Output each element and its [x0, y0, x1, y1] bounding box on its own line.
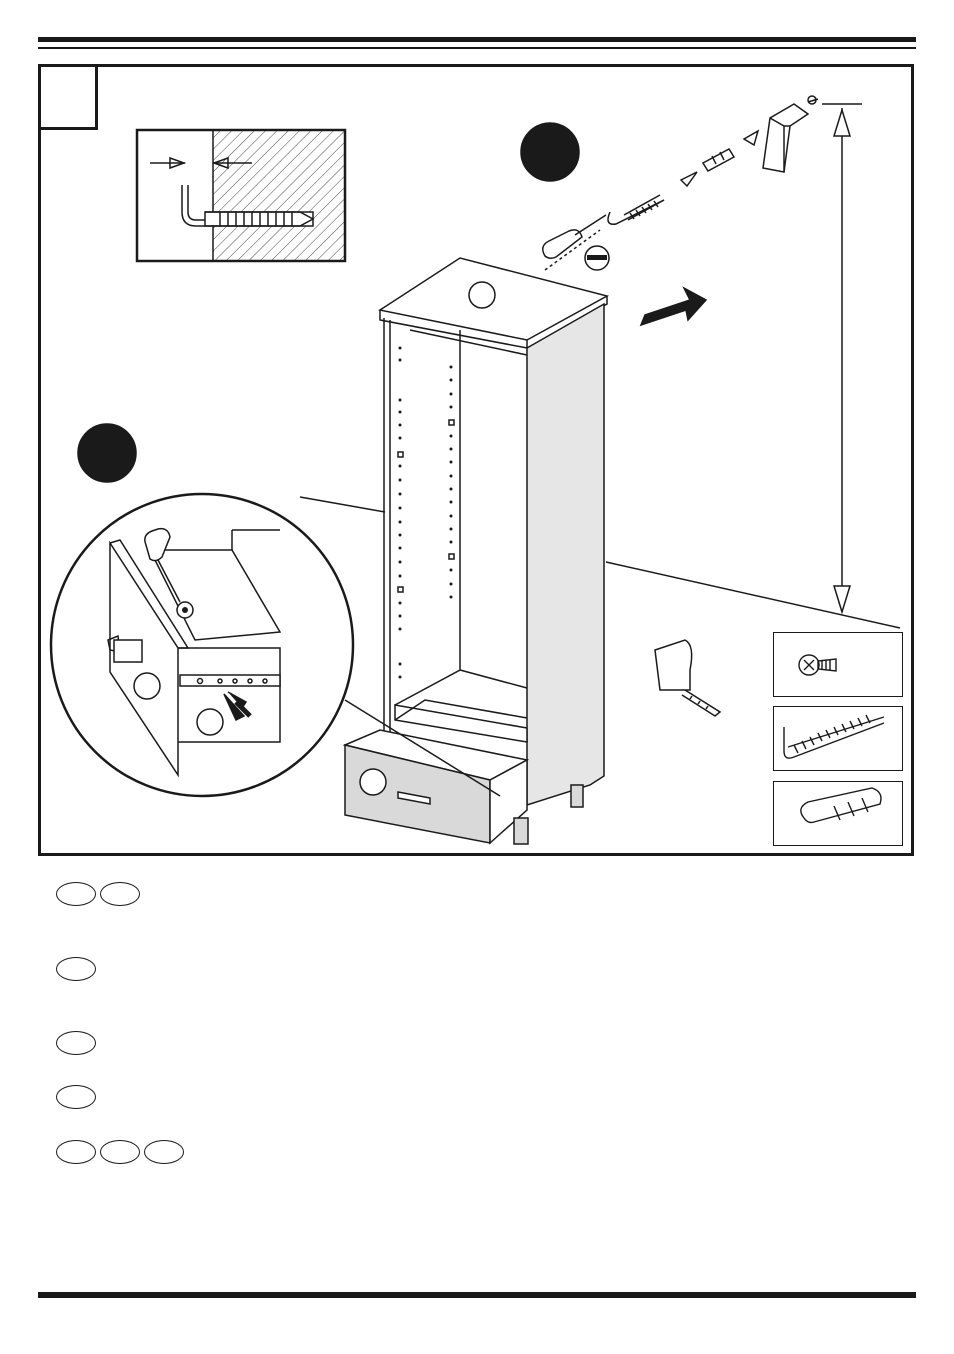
part-label-circle-top: [468, 281, 496, 309]
part-label-circle-side: [133, 672, 161, 700]
step-number-box: [38, 64, 98, 130]
language-code-oval: [56, 1140, 96, 1164]
language-code-oval: [56, 1031, 96, 1055]
language-code-oval: [56, 882, 96, 906]
language-row-4: [56, 1085, 96, 1109]
hook-screw-icon: [783, 714, 885, 759]
part-label-circle-runner: [196, 708, 224, 736]
footer-rule: [38, 1292, 916, 1298]
language-row-2: [56, 957, 96, 981]
hardware-box-hook-screw: [773, 706, 903, 771]
language-row-5: [56, 1140, 184, 1164]
direction-arrowhead: [742, 129, 760, 147]
callout-dot-a: [520, 122, 580, 182]
tape-measure-icon: [654, 639, 722, 717]
wall-line-right: [605, 561, 901, 629]
language-code-oval: [56, 1085, 96, 1109]
drawer: [342, 729, 530, 845]
drill-icon: [762, 95, 819, 173]
direction-arrowhead-2: [679, 171, 698, 188]
callout-dot-b: [77, 423, 137, 483]
screw-icon: [798, 654, 837, 676]
instruction-panel: [38, 64, 914, 856]
language-code-oval: [144, 1140, 184, 1164]
drawer-runner-detail: [49, 492, 355, 798]
hardware-box-screw: [773, 632, 903, 697]
language-code-oval: [56, 957, 96, 981]
tall-cabinet: [378, 257, 610, 807]
screwdriver-icon: [542, 214, 607, 260]
language-row-1: [56, 882, 140, 906]
magnifier-leader-line: [344, 699, 501, 797]
flat-head-symbol: [584, 245, 610, 271]
cabinet-legs: [513, 784, 584, 845]
language-code-oval: [100, 1140, 140, 1164]
push-to-wall-arrow: [639, 286, 708, 327]
part-label-circle-drawer: [359, 768, 387, 796]
shelf-pin-holes: [398, 346, 453, 679]
drawer-handle: [397, 791, 431, 805]
wall-plug-icon: [701, 148, 736, 172]
hardware-box-wall-plug: [773, 781, 903, 846]
height-dimension: [822, 103, 862, 615]
language-code-oval: [100, 882, 140, 906]
wall-plug-icon: [800, 787, 882, 824]
header-rule-thick: [38, 37, 916, 42]
guide-line: [544, 229, 601, 271]
wall-line-left: [299, 496, 386, 513]
language-row-3: [56, 1031, 96, 1055]
header-rule-thin: [38, 47, 916, 49]
hook-screw-icon: [607, 194, 665, 225]
wall-section-inset: [135, 128, 347, 263]
